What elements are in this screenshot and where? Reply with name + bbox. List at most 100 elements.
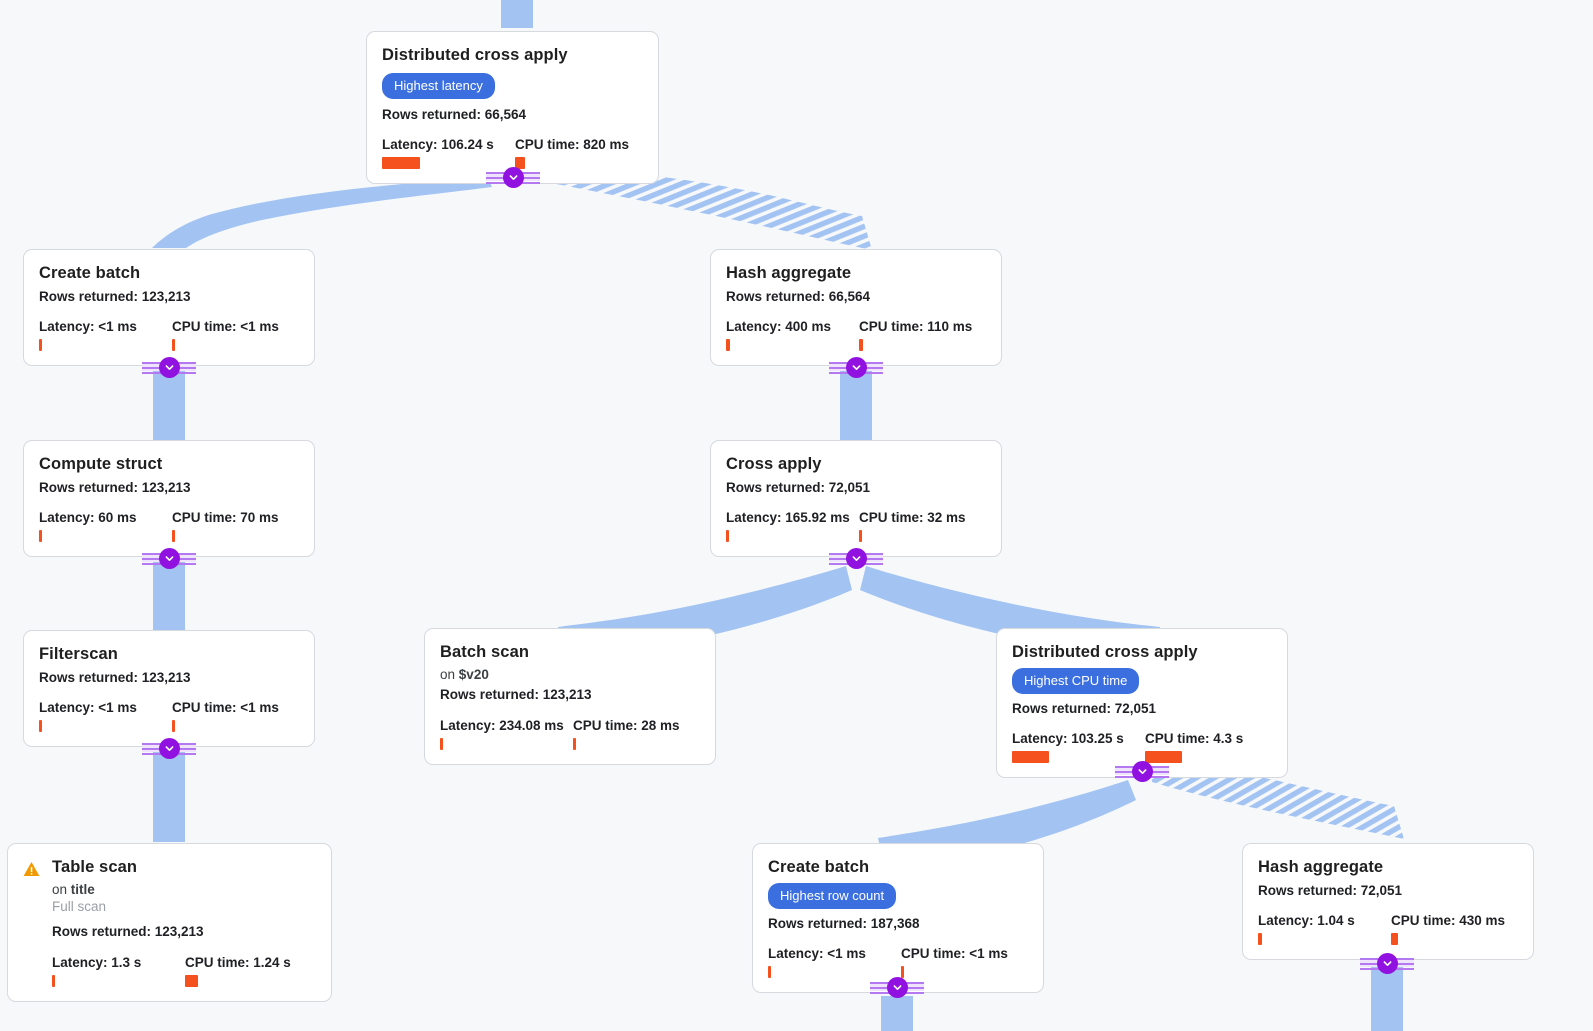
rows-returned: Rows returned: 72,051 xyxy=(1258,882,1403,898)
latency-bar xyxy=(726,530,729,543)
node-title: Create batch xyxy=(39,264,141,282)
cpu-bar xyxy=(172,339,175,352)
chevron-down-icon[interactable] xyxy=(158,356,180,378)
cpu-bar xyxy=(859,339,863,352)
rows-returned: Rows returned: 123,213 xyxy=(39,479,191,495)
latency-label: Latency: 1.3 s xyxy=(52,954,142,970)
expand-toggle-distributed-cross-apply-lower[interactable] xyxy=(1115,760,1169,782)
plan-node-distributed-cross-apply-root[interactable]: Distributed cross apply Highest latency … xyxy=(366,31,659,185)
metrics-row: Latency: 106.24 s CPU time: 820 ms xyxy=(382,137,643,170)
plan-node-compute-struct[interactable]: Compute struct Rows returned: 123,213 La… xyxy=(23,440,315,558)
chevron-down-icon[interactable] xyxy=(1131,760,1153,782)
cpu-bar xyxy=(573,737,576,750)
metrics-row: Latency: 60 ms CPU time: 70 ms xyxy=(39,510,299,543)
plan-node-batch-scan[interactable]: Batch scan on $v20 Rows returned: 123,21… xyxy=(424,628,716,765)
metrics-row: Latency: <1 ms CPU time: <1 ms xyxy=(39,319,299,352)
cpu-bar xyxy=(185,975,198,988)
metrics-row: Latency: 234.08 ms CPU time: 28 ms xyxy=(440,718,700,750)
plan-node-hash-aggregate-lower[interactable]: Hash aggregate Rows returned: 72,051 Lat… xyxy=(1242,843,1534,961)
chevron-down-icon[interactable] xyxy=(158,547,180,569)
metrics-row: Latency: 400 ms CPU time: 110 ms xyxy=(726,319,986,352)
latency-metric: Latency: 1.3 s xyxy=(52,954,185,988)
latency-label: Latency: <1 ms xyxy=(39,700,137,716)
expand-toggle-filterscan[interactable] xyxy=(142,737,196,759)
expand-toggle-hash-aggregate-upper[interactable] xyxy=(829,356,883,378)
latency-bar xyxy=(52,975,55,988)
chevron-down-icon[interactable] xyxy=(845,547,867,569)
node-title: Cross apply xyxy=(726,455,822,473)
cpu-label: CPU time: 1.24 s xyxy=(185,954,291,970)
cpu-metric: CPU time: 70 ms xyxy=(172,510,279,543)
cpu-bar xyxy=(1391,933,1398,946)
expand-toggle-cross-apply[interactable] xyxy=(829,547,883,569)
latency-bar xyxy=(768,966,771,979)
cpu-metric: CPU time: 28 ms xyxy=(573,718,680,750)
cpu-bar xyxy=(172,530,175,543)
rows-returned: Rows returned: 72,051 xyxy=(1012,700,1157,716)
metrics-row: Latency: <1 ms CPU time: <1 ms xyxy=(768,946,1028,979)
scan-target: on $v20 xyxy=(440,666,700,684)
cpu-metric: CPU time: 430 ms xyxy=(1391,913,1506,946)
latency-label: Latency: <1 ms xyxy=(39,319,137,335)
latency-bar xyxy=(440,737,443,750)
plan-node-create-batch-left[interactable]: Create batch Rows returned: 123,213 Late… xyxy=(23,249,315,367)
latency-bar xyxy=(39,720,42,733)
latency-metric: Latency: <1 ms xyxy=(39,700,172,733)
cpu-metric: CPU time: 1.24 s xyxy=(185,954,291,988)
node-title: Batch scan xyxy=(440,643,530,661)
cpu-bar xyxy=(515,157,525,170)
latency-bar xyxy=(1258,933,1262,946)
rows-returned: Rows returned: 123,213 xyxy=(39,669,191,685)
latency-metric: Latency: 60 ms xyxy=(39,510,172,543)
latency-bar xyxy=(39,530,42,543)
cpu-bar xyxy=(172,720,175,733)
chevron-down-icon[interactable] xyxy=(158,737,180,759)
scan-target-name: title xyxy=(70,881,95,897)
latency-metric: Latency: <1 ms xyxy=(39,319,172,352)
node-title: Distributed cross apply xyxy=(382,46,568,64)
cpu-metric: CPU time: 820 ms xyxy=(515,137,630,170)
cpu-metric: CPU time: <1 ms xyxy=(172,319,279,352)
chevron-down-icon[interactable] xyxy=(845,356,867,378)
status-badge-highest-latency: Highest latency xyxy=(382,72,495,99)
chevron-down-icon[interactable] xyxy=(502,166,524,188)
cpu-metric: CPU time: <1 ms xyxy=(172,700,279,733)
plan-node-distributed-cross-apply-lower[interactable]: Distributed cross apply Highest CPU time… xyxy=(996,628,1288,779)
latency-label: Latency: 1.04 s xyxy=(1258,913,1355,929)
expand-toggle-create-batch-lower[interactable] xyxy=(870,976,924,998)
cpu-label: CPU time: 430 ms xyxy=(1391,913,1506,929)
expand-toggle-distributed-cross-apply-root[interactable] xyxy=(486,166,540,188)
rows-returned: Rows returned: 187,368 xyxy=(768,915,920,931)
node-title: Table scan xyxy=(52,858,138,876)
rows-returned: Rows returned: 66,564 xyxy=(726,288,871,304)
chevron-down-icon[interactable] xyxy=(886,976,908,998)
expand-toggle-hash-aggregate-lower[interactable] xyxy=(1360,952,1414,974)
latency-bar xyxy=(382,157,420,170)
scan-target: on title xyxy=(52,881,316,899)
latency-bar xyxy=(1012,751,1049,764)
plan-node-table-scan[interactable]: Table scan on title Full scan Rows retur… xyxy=(7,843,332,1003)
status-badge-highest-row-count: Highest row count xyxy=(768,882,897,909)
cpu-label: CPU time: 32 ms xyxy=(859,510,966,526)
latency-label: Latency: <1 ms xyxy=(768,946,866,962)
latency-bar xyxy=(726,339,730,352)
metrics-row: Latency: 165.92 ms CPU time: 32 ms xyxy=(726,510,986,543)
cpu-label: CPU time: 820 ms xyxy=(515,137,630,153)
rows-returned: Rows returned: 66,564 xyxy=(382,106,527,122)
plan-node-hash-aggregate-upper[interactable]: Hash aggregate Rows returned: 66,564 Lat… xyxy=(710,249,1002,367)
cpu-bar xyxy=(859,530,862,543)
node-title: Filterscan xyxy=(39,645,118,663)
latency-metric: Latency: 165.92 ms xyxy=(726,510,859,543)
latency-metric: Latency: 106.24 s xyxy=(382,137,515,170)
on-prefix: on xyxy=(52,881,68,897)
node-title: Create batch xyxy=(768,858,870,876)
expand-toggle-compute-struct[interactable] xyxy=(142,547,196,569)
latency-metric: Latency: 400 ms xyxy=(726,319,859,352)
scan-target-name: $v20 xyxy=(458,666,489,682)
plan-node-cross-apply[interactable]: Cross apply Rows returned: 72,051 Latenc… xyxy=(710,440,1002,558)
plan-node-filterscan[interactable]: Filterscan Rows returned: 123,213 Latenc… xyxy=(23,630,315,748)
rows-returned: Rows returned: 123,213 xyxy=(52,924,204,940)
expand-toggle-create-batch-left[interactable] xyxy=(142,356,196,378)
plan-node-create-batch-lower[interactable]: Create batch Highest row count Rows retu… xyxy=(752,843,1044,994)
chevron-down-icon[interactable] xyxy=(1376,952,1398,974)
